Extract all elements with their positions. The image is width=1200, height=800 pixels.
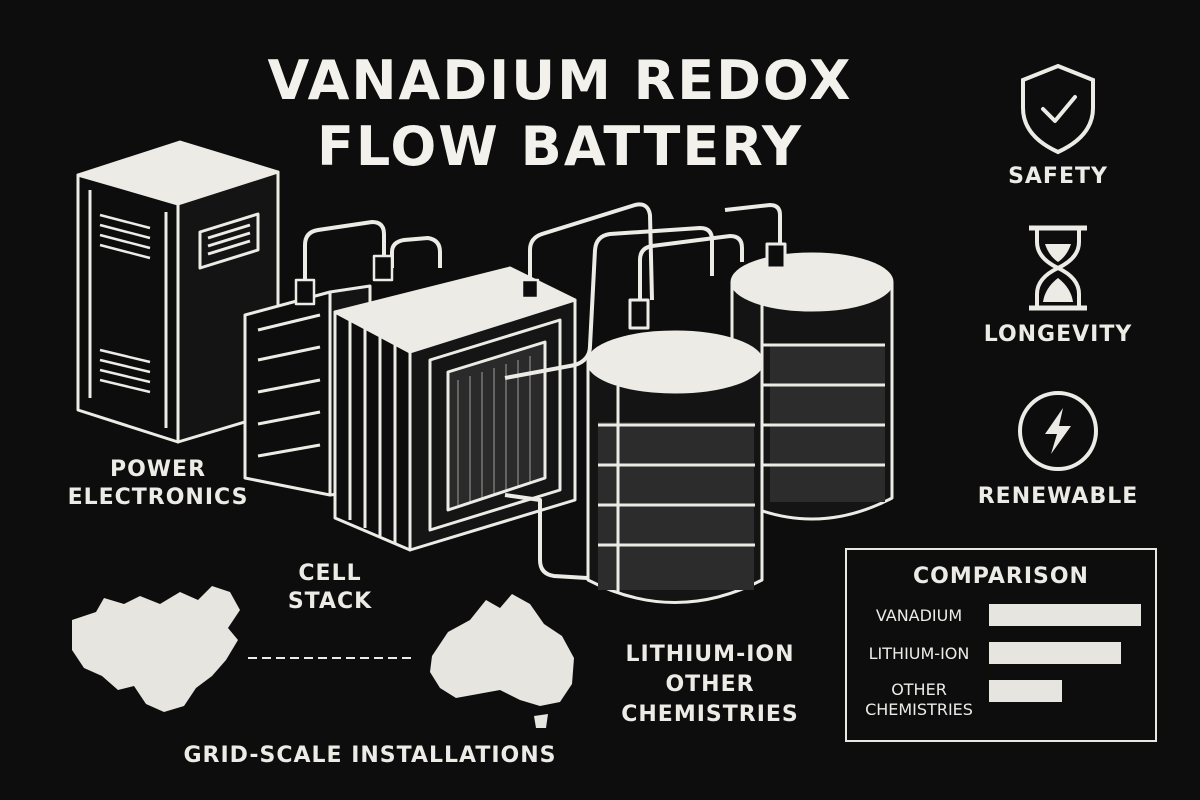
feature-label: LONGEVITY bbox=[983, 322, 1133, 347]
feature-label: RENEWABLE bbox=[977, 484, 1139, 509]
pipe-connectors bbox=[294, 254, 540, 306]
feature-safety: SAFETY bbox=[958, 60, 1158, 189]
cell-stack bbox=[243, 266, 577, 552]
hourglass-icon bbox=[1029, 225, 1087, 311]
feature-renewable: RENEWABLE bbox=[958, 386, 1158, 509]
electrolyte-pipes bbox=[303, 202, 782, 582]
title-line-1: VANADIUM REDOX bbox=[267, 49, 853, 112]
shield-check-icon bbox=[1021, 63, 1095, 155]
australia-map-icon bbox=[430, 594, 574, 728]
positive-electrolyte-tank bbox=[586, 298, 764, 604]
comparison-title: COMPARISON bbox=[913, 564, 1089, 589]
negative-electrolyte-tank bbox=[730, 242, 894, 521]
title-line-2: FLOW BATTERY bbox=[317, 115, 803, 178]
comparison-bar bbox=[989, 642, 1121, 664]
cell-stack-label: CELL STACK bbox=[287, 561, 373, 614]
comparison-bar bbox=[989, 680, 1062, 702]
page-title: VANADIUM REDOX FLOW BATTERY bbox=[240, 48, 880, 180]
lightning-bolt-icon bbox=[1018, 391, 1098, 471]
grid-scale-label: GRID-SCALE INSTALLATIONS bbox=[183, 743, 557, 768]
china-map-icon bbox=[72, 586, 240, 712]
comparison-bar bbox=[989, 604, 1141, 626]
tank-label: LITHIUM-ION OTHER CHEMISTRIES bbox=[621, 642, 799, 727]
comparison-label: VANADIUM bbox=[875, 606, 963, 625]
power-electronics-label: POWER ELECTRONICS bbox=[67, 457, 249, 510]
feature-label: SAFETY bbox=[1008, 164, 1108, 189]
comparison-panel: COMPARISON VANADIUM LITHIUM-ION OTHER CH… bbox=[845, 548, 1157, 742]
comparison-label: LITHIUM-ION bbox=[868, 644, 970, 663]
feature-longevity: LONGEVITY bbox=[958, 222, 1158, 347]
comparison-label: OTHER CHEMISTRIES bbox=[865, 680, 973, 719]
